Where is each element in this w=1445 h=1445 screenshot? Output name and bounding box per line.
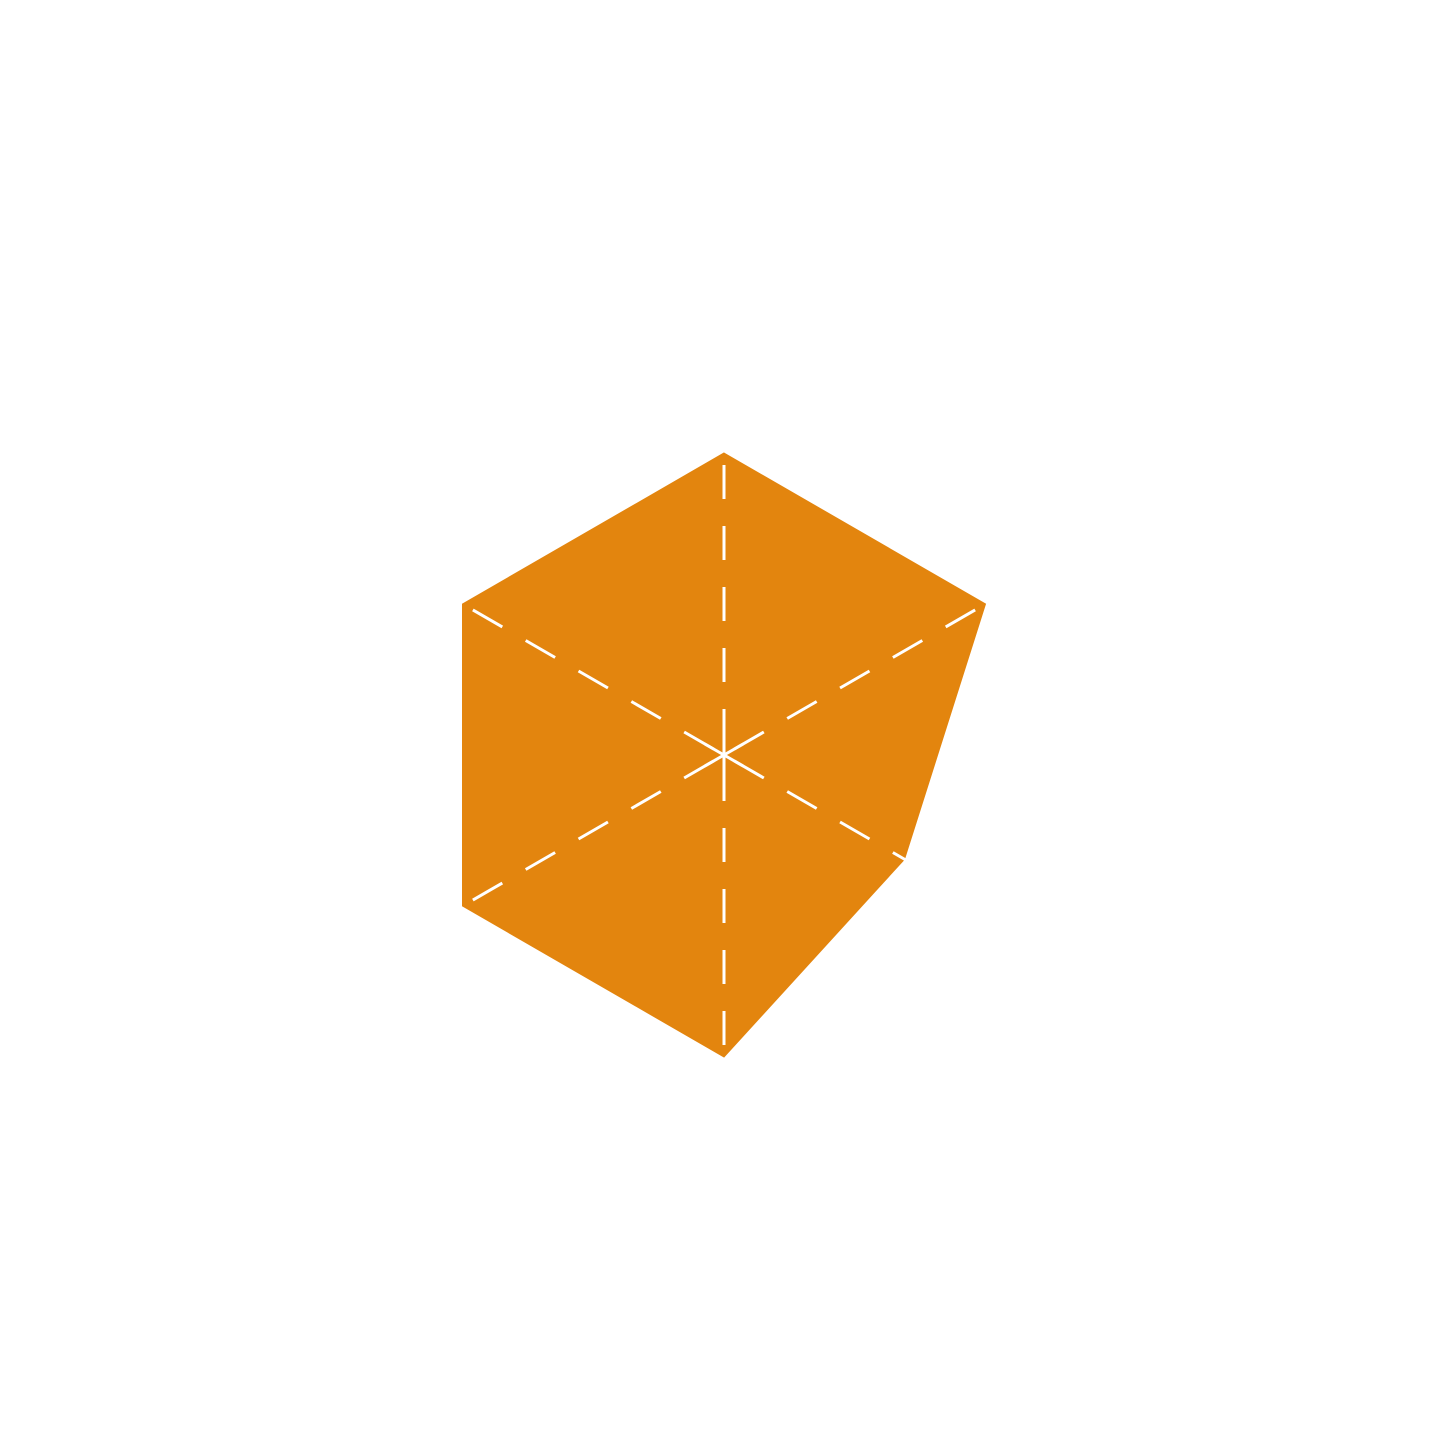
- radar-axis-spoke-5: [461, 602, 725, 757]
- radar-axis-spoke-2: [723, 753, 987, 908]
- radar-center-marker: [704, 733, 744, 777]
- radar-axis-spoke-4: [461, 753, 725, 908]
- radar-axis-spoke-1: [723, 602, 987, 757]
- axes-layer: [461, 453, 987, 1057]
